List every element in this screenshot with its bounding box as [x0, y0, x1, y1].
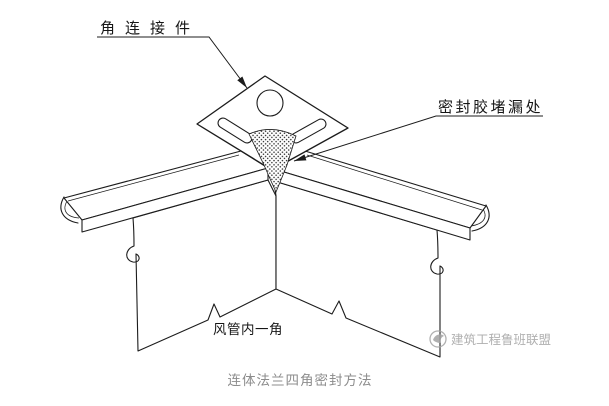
duct-walls: [126, 179, 444, 358]
sealant-leader: [293, 115, 543, 162]
left-flange-fold-line: [67, 154, 240, 202]
label-sealant-spot: 密封胶堵漏处: [438, 99, 543, 116]
label-duct-inner-corner: 风管内一角: [213, 322, 283, 337]
right-flange-end-curl-outer: [471, 204, 490, 232]
label-corner-connector: 角连接件: [100, 20, 200, 37]
luban-seal-icon: [429, 330, 447, 348]
sealant-stipple: [248, 129, 297, 193]
right-flange-end-curl-inner: [470, 208, 486, 227]
watermark: 建筑工程鲁班联盟: [429, 330, 551, 348]
left-duct-wall: [126, 179, 277, 352]
sealant-blob: [248, 129, 297, 193]
bolt-hole: [256, 89, 284, 117]
figure-caption: 连体法兰四角密封方法: [228, 372, 373, 388]
left-flange-lip: [81, 167, 269, 233]
corner-connector-leader: [97, 36, 248, 89]
left-flange-end-curl-outer: [60, 196, 79, 224]
left-slot: [217, 117, 253, 144]
watermark-text: 建筑工程鲁班联盟: [451, 332, 551, 347]
leader-lines: [97, 36, 543, 162]
left-flange-end-curl-inner: [64, 200, 80, 219]
left-flange: [60, 150, 269, 233]
right-slot: [290, 118, 327, 144]
right-duct-wall: [273, 180, 444, 358]
right-flange-fold-line: [306, 154, 483, 211]
corner-plate: [196, 75, 349, 171]
